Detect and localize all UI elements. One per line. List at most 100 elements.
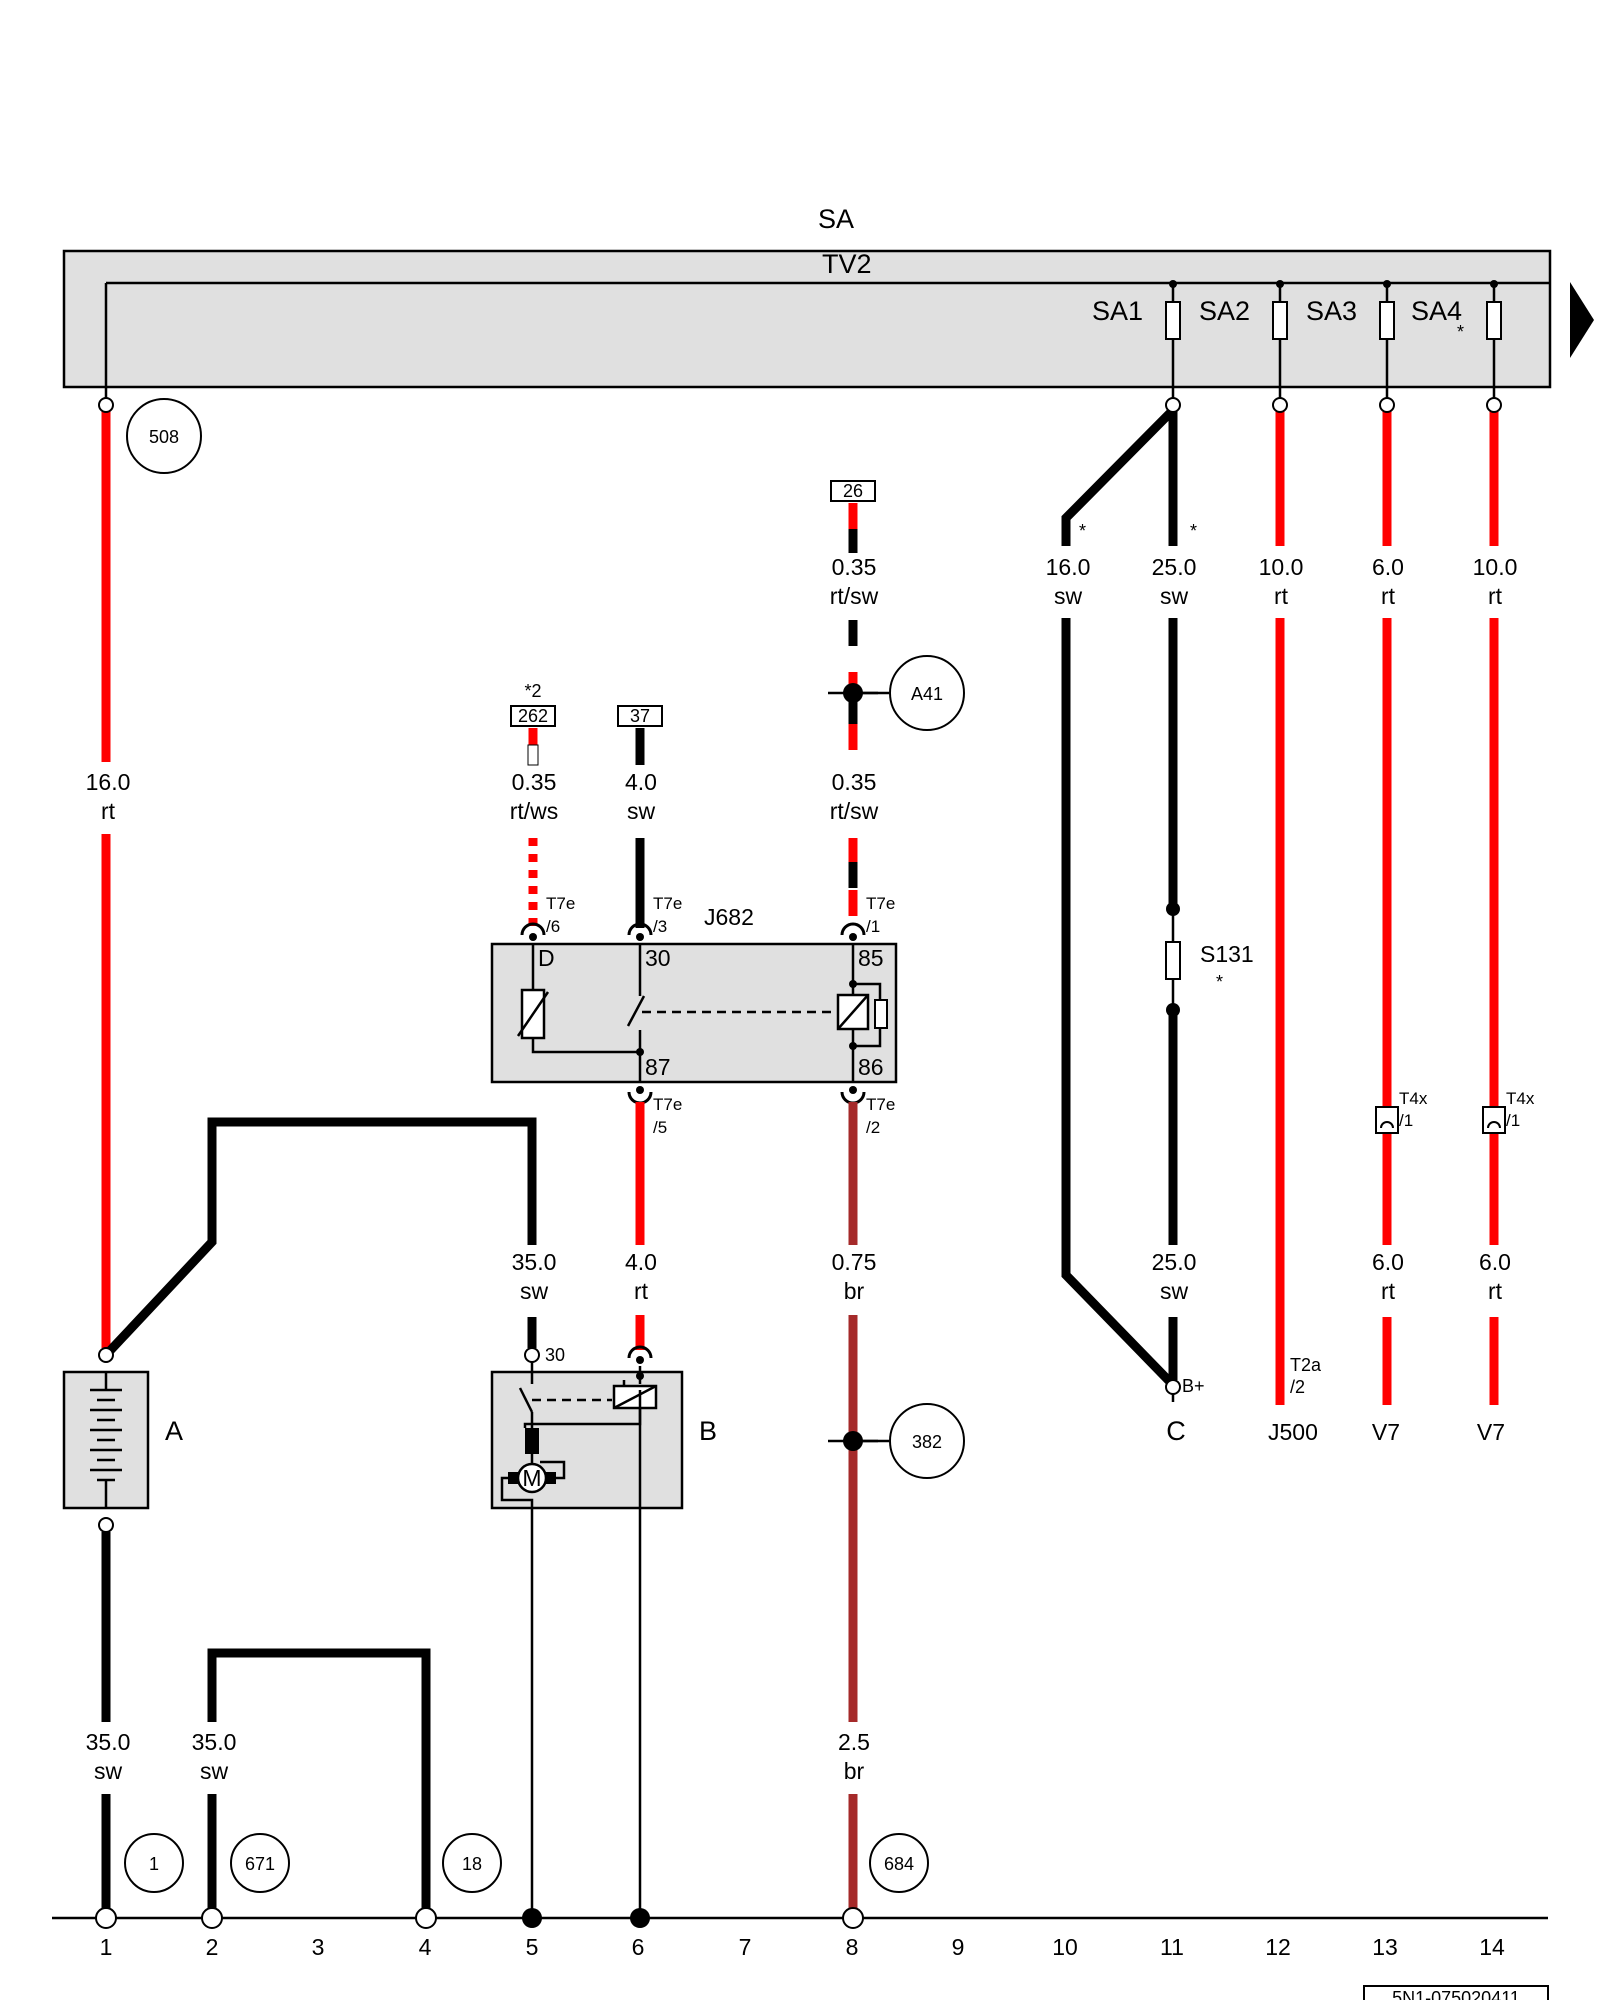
fuse-sa4-star: * xyxy=(1457,322,1464,342)
ground-number: 1 xyxy=(100,1934,113,1960)
ground-number: 9 xyxy=(952,1934,965,1960)
conn-t4x-a-label: T4x xyxy=(1399,1089,1428,1108)
sa-fuse-box xyxy=(62,249,1552,389)
w14-bot-color: rt xyxy=(1488,1278,1503,1304)
conn-t7e-3: T7e xyxy=(653,894,682,913)
battery-A-label: A xyxy=(165,1416,183,1446)
pin-30: 30 xyxy=(645,945,671,971)
w8-upper-size: 0.35 xyxy=(832,769,877,795)
pin-87: 87 xyxy=(645,1054,671,1080)
fuse-sa1-label: SA1 xyxy=(1092,296,1143,326)
fuse-sa3-label: SA3 xyxy=(1306,296,1357,326)
ref-1 xyxy=(124,1833,184,1893)
w2-bot-size: 35.0 xyxy=(192,1729,237,1755)
splice-a41 xyxy=(843,683,863,703)
w13-color: rt xyxy=(1381,583,1396,609)
continuation-arrow xyxy=(1570,282,1594,358)
component-c-label: C xyxy=(1166,1416,1186,1446)
starter-internals: M xyxy=(500,1362,658,1508)
ref-382-label: 382 xyxy=(912,1432,942,1452)
ground-number: 5 xyxy=(526,1934,539,1960)
ground-node-6 xyxy=(630,1908,650,1928)
ground-number: 10 xyxy=(1052,1934,1078,1960)
motor-m-label: M xyxy=(522,1465,541,1491)
terminal-col1-top xyxy=(98,397,114,413)
ground-number: 2 xyxy=(206,1934,219,1960)
footer-code-box xyxy=(1363,1985,1549,2000)
w10-star: * xyxy=(1079,521,1086,541)
tag-26 xyxy=(830,480,876,502)
fuse-sa4: SA4 * xyxy=(1411,280,1502,405)
w8-bot-size: 2.5 xyxy=(838,1729,870,1755)
ref-684 xyxy=(869,1833,929,1893)
ref-684-label: 684 xyxy=(884,1854,914,1874)
w1-bot-color: sw xyxy=(94,1758,123,1784)
w11-size: 25.0 xyxy=(1152,554,1197,580)
w12-size: 10.0 xyxy=(1259,554,1304,580)
tag-37-label: 37 xyxy=(630,706,650,726)
ground-number: 6 xyxy=(632,1934,645,1960)
w12-color: rt xyxy=(1274,583,1289,609)
conn-t2a-pin: /2 xyxy=(1290,1377,1305,1397)
ref-671-label: 671 xyxy=(245,1854,275,1874)
ground-node-5 xyxy=(522,1908,542,1928)
terminal-col11-top xyxy=(1165,397,1181,413)
w5-top-size: 0.35 xyxy=(512,769,557,795)
w6-mid-color: rt xyxy=(634,1278,649,1304)
conn-t2a: T2a xyxy=(1290,1355,1322,1375)
ground-number: 8 xyxy=(846,1934,859,1960)
ground-numbers: 1 2 3 4 5 6 7 8 9 10 11 12 13 14 xyxy=(100,1934,1505,1960)
terminal-starter-30 xyxy=(524,1347,540,1363)
w5-mid-color: sw xyxy=(520,1278,549,1304)
ref-a41 xyxy=(889,655,965,731)
conn-t7e-5-pin: /5 xyxy=(653,1118,667,1137)
w10-color: sw xyxy=(1054,583,1083,609)
w11-color: sw xyxy=(1160,583,1189,609)
component-v7b-label: V7 xyxy=(1477,1419,1505,1445)
footer-code: 5N1-075020411 xyxy=(1392,1988,1520,2000)
relay-j682-internals xyxy=(516,944,888,1082)
w1-bot-size: 35.0 xyxy=(86,1729,131,1755)
ground-number: 7 xyxy=(739,1934,752,1960)
ground-node-1 xyxy=(95,1907,117,1929)
ground-number: 14 xyxy=(1479,1934,1505,1960)
conn-t4x-a xyxy=(1375,1106,1399,1134)
ref-508 xyxy=(126,398,202,474)
fuse-s131 xyxy=(1165,941,1181,980)
pin-d: D xyxy=(538,945,555,971)
ground-number: 11 xyxy=(1160,1934,1184,1960)
splice-382 xyxy=(843,1431,863,1451)
w8-top-color: rt/sw xyxy=(830,583,879,609)
w1-top-size: 16.0 xyxy=(86,769,131,795)
ground-number: 3 xyxy=(312,1934,325,1960)
pin-86: 86 xyxy=(858,1054,884,1080)
ref-382 xyxy=(889,1403,965,1479)
terminal-col13-top xyxy=(1379,397,1395,413)
conn-t4x-b-pin: /1 xyxy=(1506,1111,1520,1130)
conn-t7e-1: T7e xyxy=(866,894,895,913)
conn-t4x-b-label: T4x xyxy=(1506,1089,1535,1108)
w8-bot-color: br xyxy=(844,1758,865,1784)
conn-t7e-1-pin: /1 xyxy=(866,917,880,936)
w8-mid-size: 0.75 xyxy=(832,1249,877,1275)
w11-bot-size: 25.0 xyxy=(1152,1249,1197,1275)
ref-508-label: 508 xyxy=(149,427,179,447)
ground-number: 12 xyxy=(1265,1934,1291,1960)
fuse-sa2: SA2 xyxy=(1199,280,1288,405)
fuse-sa1: SA1 xyxy=(1092,280,1181,405)
w8-upper-color: rt/sw xyxy=(830,798,879,824)
w8-mid-color: br xyxy=(844,1278,865,1304)
tag-262-note: *2 xyxy=(524,681,541,701)
starter-B-label: B xyxy=(699,1416,717,1446)
tag-26-label: 26 xyxy=(843,481,863,501)
w14-color: rt xyxy=(1488,583,1503,609)
ground-node-2 xyxy=(201,1907,223,1929)
starter-pin-30: 30 xyxy=(545,1345,565,1365)
fuse-s131-star: * xyxy=(1216,972,1223,992)
w13-bot-size: 6.0 xyxy=(1372,1249,1404,1275)
wire-col10 xyxy=(1061,406,1177,1389)
ground-node-4 xyxy=(415,1907,437,1929)
j682-label: J682 xyxy=(704,904,754,930)
terminal-col14-top xyxy=(1486,397,1502,413)
conn-t4x-b xyxy=(1482,1106,1506,1134)
